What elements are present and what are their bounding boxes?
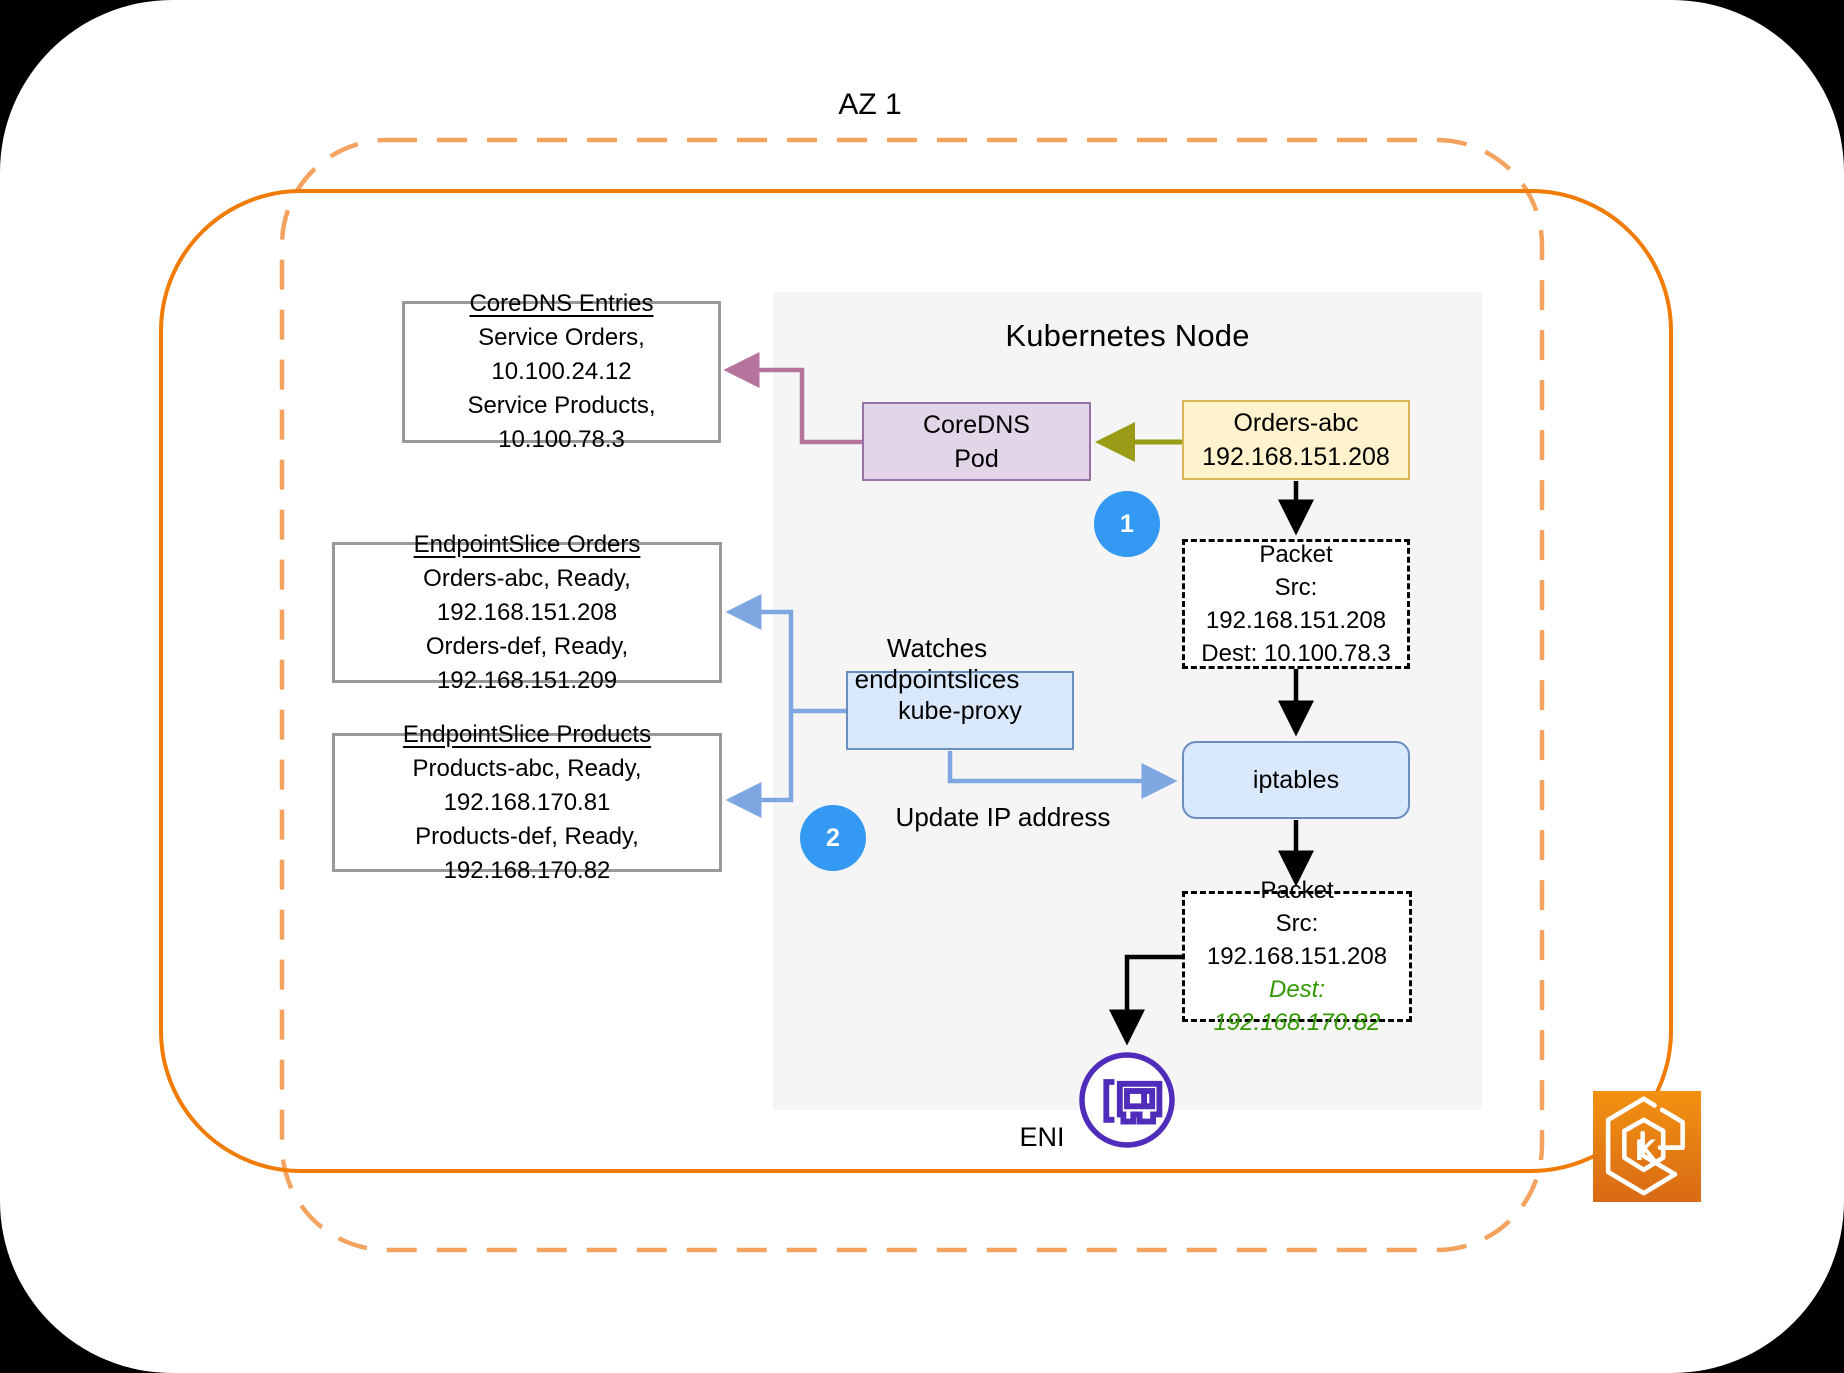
coredns-entries-title: CoreDNS Entries	[469, 290, 654, 317]
kube-proxy-box: kube-proxy	[846, 671, 1074, 750]
coredns-pod-box: CoreDNS Pod	[862, 402, 1091, 481]
endpointslice-products-box: EndpointSlice Products Products-abc, Rea…	[332, 721, 722, 884]
watches-endpointslices-label: Watches endpointslices	[854, 633, 1020, 694]
iptables-label: iptables	[1252, 766, 1340, 794]
endpointslice-products-title: EndpointSlice Products	[402, 720, 652, 748]
coredns-entries-line: Service Orders, 10.100.24.12	[478, 324, 645, 385]
orders-abc-pod-box: Orders-abc 192.168.151.208	[1182, 400, 1410, 480]
coredns-entries-box: CoreDNS Entries Service Orders, 10.100.2…	[402, 290, 721, 453]
packet-dest-rewritten: Dest: 192.168.170.82	[1213, 976, 1381, 1036]
endpointslice-orders-title: EndpointSlice Orders	[413, 530, 641, 558]
packet-after-box: Packet Src: 192.168.151.208 Dest: 192.16…	[1182, 877, 1412, 1036]
endpointslice-products-line: Products-def, Ready, 192.168.170.82	[415, 822, 639, 884]
kube-proxy-label: kube-proxy	[898, 696, 1022, 725]
coredns-pod-sub: Pod	[954, 444, 999, 473]
coredns-pod-name: CoreDNS	[923, 410, 1030, 439]
eni-label: ENI	[1019, 1122, 1065, 1152]
endpointslice-orders-box: EndpointSlice Orders Orders-abc, Ready, …	[332, 531, 722, 694]
az-label: AZ 1	[838, 88, 902, 121]
packet-title: Packet	[1260, 877, 1334, 904]
coredns-entries-line: Service Products, 10.100.78.3	[467, 392, 656, 453]
packet-before-box: Packet Src: 192.168.151.208 Dest: 10.100…	[1182, 539, 1410, 669]
svg-text:K: K	[1635, 1134, 1657, 1167]
endpointslice-orders-line: Orders-abc, Ready, 192.168.151.208	[423, 564, 631, 626]
update-ip-address-label: Update IP address	[895, 802, 1111, 832]
endpointslice-products-line: Products-abc, Ready, 192.168.170.81	[412, 754, 642, 816]
iptables-box: iptables	[1182, 741, 1410, 819]
packet-src: Src: 192.168.151.208	[1205, 574, 1387, 634]
packet-src: Src: 192.168.151.208	[1206, 910, 1388, 970]
step-2-badge: 2	[800, 805, 866, 871]
orders-abc-ip: 192.168.151.208	[1202, 443, 1390, 471]
packet-dest: Dest: 10.100.78.3	[1201, 640, 1391, 667]
eks-icon: K	[1593, 1091, 1701, 1202]
packet-title: Packet	[1259, 541, 1333, 568]
endpointslice-orders-line: Orders-def, Ready, 192.168.151.209	[425, 632, 629, 694]
orders-abc-name: Orders-abc	[1233, 409, 1359, 437]
step-1-badge: 1	[1094, 491, 1160, 557]
kubernetes-node-title: Kubernetes Node	[1005, 318, 1250, 353]
